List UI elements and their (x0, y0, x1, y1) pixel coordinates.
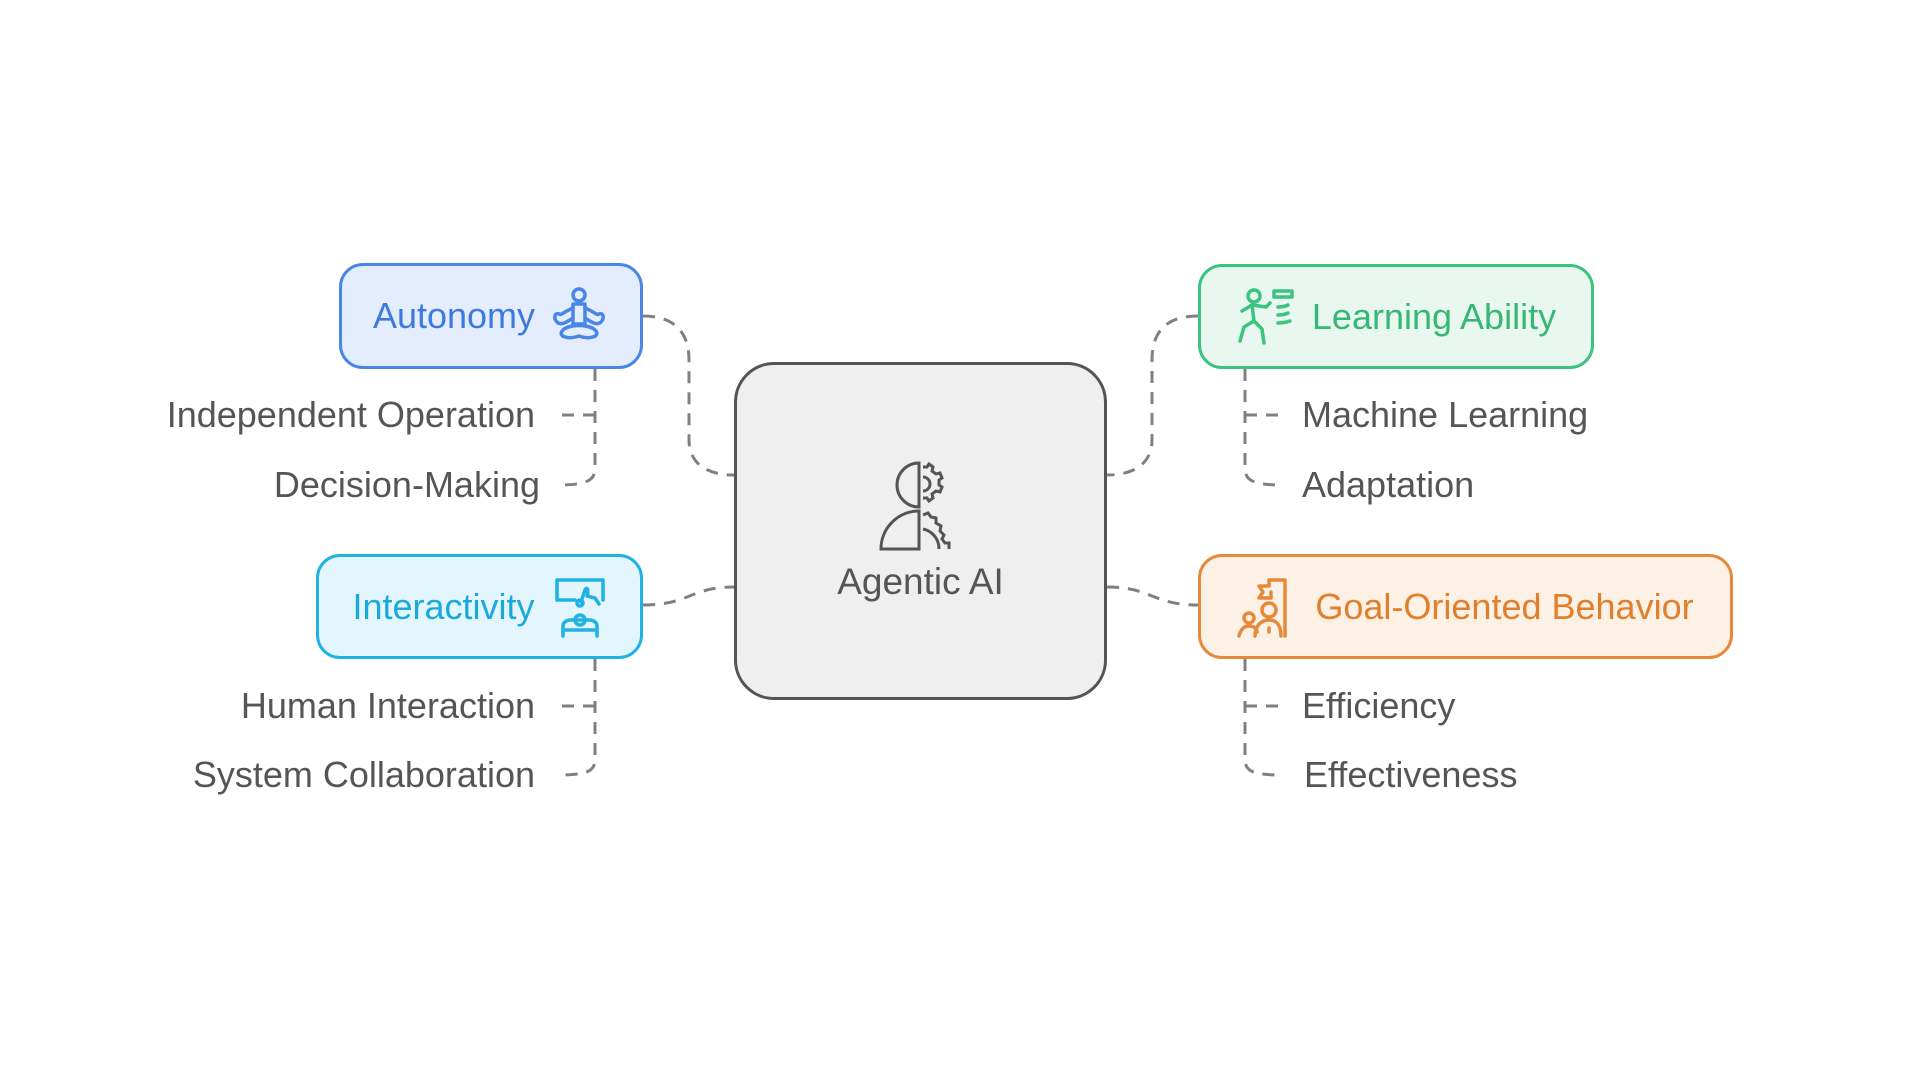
center-node[interactable]: Agentic AI (734, 362, 1107, 700)
leaf-adaptation: Adaptation (1302, 464, 1475, 505)
leaf-effectiveness: Effectiveness (1304, 754, 1518, 795)
connector-interactivity (642, 585, 735, 607)
connector-learning (1106, 314, 1199, 477)
connector-learning-children (1243, 369, 1283, 487)
branch-learning-ability[interactable]: Learning Ability (1198, 264, 1594, 369)
branch-label: Goal-Oriented Behavior (1315, 585, 1694, 627)
connector-goal-children (1243, 659, 1283, 777)
branch-label: Learning Ability (1311, 295, 1557, 337)
branch-label: Autonomy (372, 295, 536, 336)
team-flag-icon (1237, 577, 1288, 638)
leaf-independent-operation: Independent Operation (166, 394, 535, 435)
branch-goal-oriented-behavior[interactable]: Goal-Oriented Behavior (1198, 554, 1733, 659)
leaf-system-collaboration: System Collaboration (192, 754, 535, 795)
branch-label: Interactivity (352, 585, 535, 627)
person-gear-icon (878, 461, 950, 551)
connector-goal (1106, 585, 1199, 607)
leaf-efficiency: Efficiency (1302, 685, 1456, 726)
leaf-machine-learning: Machine Learning (1302, 394, 1589, 435)
branch-autonomy[interactable]: Autonomy (339, 263, 643, 369)
meditation-icon (553, 287, 605, 340)
presentation-screen-icon (554, 577, 605, 638)
connector-interactivity-children (557, 659, 597, 777)
branch-interactivity[interactable]: Interactivity (316, 554, 643, 659)
connector-autonomy-children (557, 369, 597, 487)
running-person-icon (1238, 287, 1294, 345)
leaf-human-interaction: Human Interaction (240, 685, 535, 726)
leaf-decision-making: Decision-Making (273, 464, 540, 505)
connector-autonomy (642, 314, 735, 477)
center-label: Agentic AI (837, 561, 1004, 602)
